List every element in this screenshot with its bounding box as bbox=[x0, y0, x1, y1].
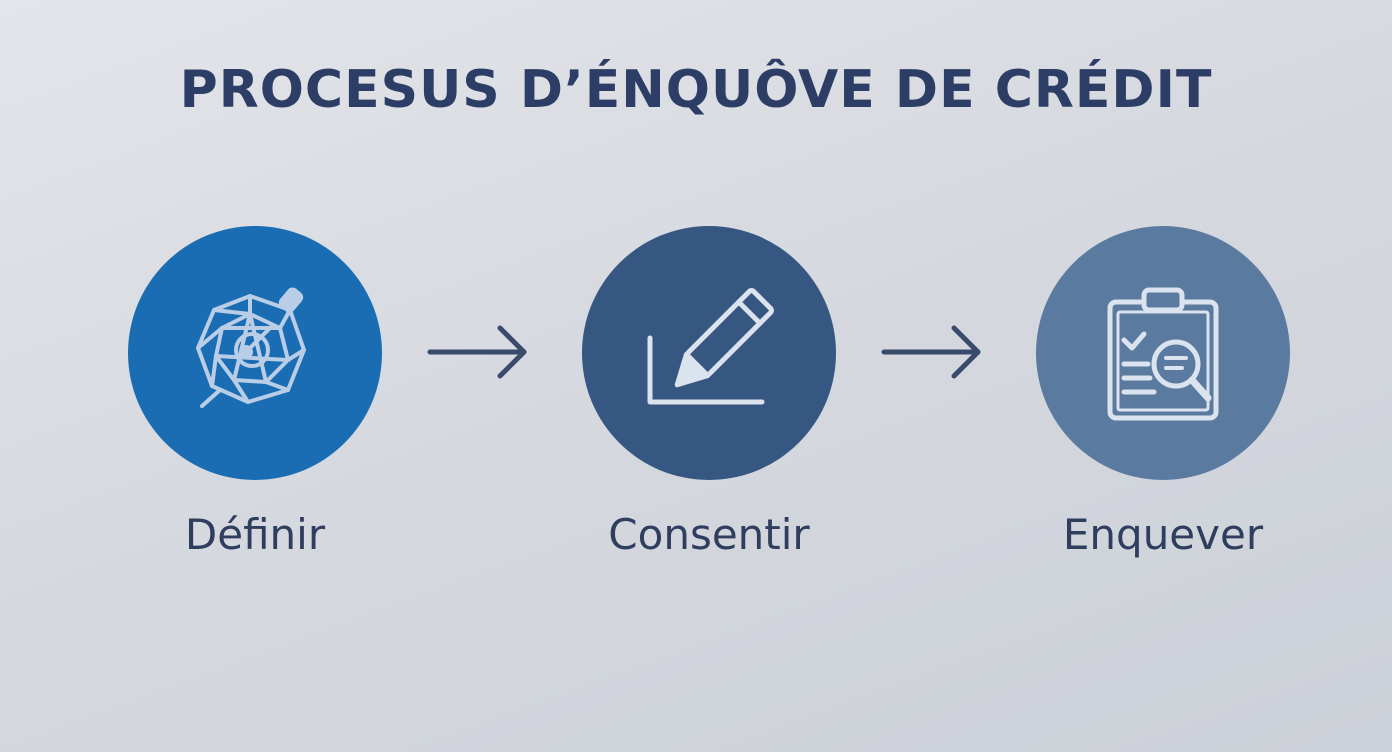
step-circle-investigate bbox=[1036, 226, 1290, 480]
step-label-investigate: Enquever bbox=[1062, 510, 1264, 559]
step-circle-define bbox=[128, 226, 382, 480]
pencil-signature-icon bbox=[647, 288, 774, 405]
step-define: Définir bbox=[105, 226, 405, 560]
diagram-title: PROCESUS D’ÉNQUÔVE DE CRÉDIT bbox=[179, 60, 1213, 120]
step-circle-consent bbox=[582, 226, 836, 480]
step-label-consent: Consentir bbox=[608, 510, 810, 559]
network-polyhedron-icon bbox=[196, 287, 306, 408]
step-label-define: Définir bbox=[184, 510, 326, 559]
step-investigate: Enquever bbox=[1013, 226, 1313, 560]
clipboard-search-icon bbox=[1107, 287, 1219, 421]
step-consent: Consentir bbox=[559, 226, 859, 560]
arrow-right-icon bbox=[427, 325, 527, 379]
arrow-right-icon bbox=[881, 325, 981, 379]
